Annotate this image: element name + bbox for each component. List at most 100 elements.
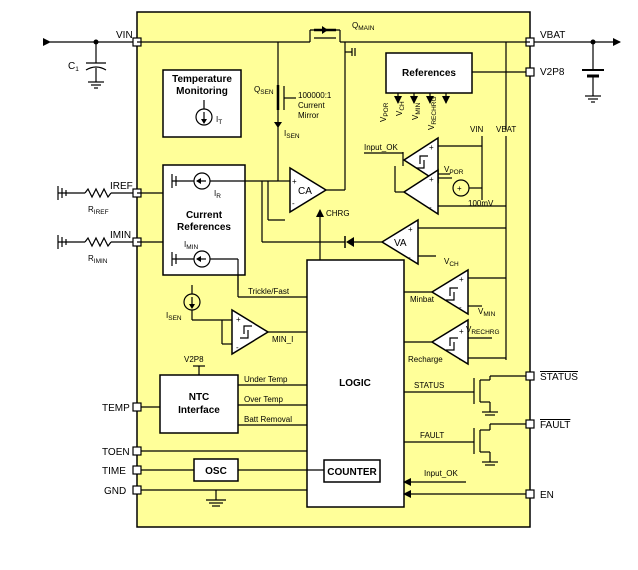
q-main-transistor [137,26,530,56]
status-transistor [473,375,526,416]
q-sen-transistor [274,42,296,160]
ca-amplifier [267,52,346,221]
vrechrg2-label: VRECHRG [466,325,500,336]
pin-label-gnd: GND [104,486,126,497]
min-i-comparator [221,308,307,356]
qsen-label: QSEN [254,85,274,96]
vpor2-label: VPOR [444,165,464,176]
minbat-comparator [404,268,506,316]
c1-label: C1 [68,61,79,73]
pin-label-fault: FAULT [540,420,570,431]
va-minus: - [408,253,411,262]
vin-r-label: VIN [470,125,484,134]
ntc-title-1: NTC [189,392,210,403]
va-label: VA [394,238,407,249]
pin-status[interactable] [525,371,535,381]
isen-label: ISEN [284,129,300,140]
ntc-interface-block [159,374,239,434]
temp-mon-title-1: Temperature [172,74,232,85]
pin-en[interactable] [525,489,535,499]
isen-current-source-icon [183,285,232,321]
pin-label-vbat: VBAT [540,30,565,41]
rimin-label: RIMIN [88,254,108,265]
ref-vmin: VMIN [411,102,422,120]
fault-signal-label: FAULT [420,431,444,440]
cmp2-plus: + [429,175,434,184]
references-block [385,52,473,94]
qmain-label: QMAIN [352,21,375,32]
ntc-title-2: Interface [178,405,220,416]
ref-vrechrg: VRECHRG [427,96,438,130]
pin-label-vin: VIN [116,30,133,41]
temperature-monitoring-block [162,69,242,138]
osc-title: OSC [205,466,227,477]
pin-toen[interactable] [132,446,142,456]
vin-external [43,38,137,89]
input-ok2-label: Input_OK [424,469,458,478]
recharge-label: Recharge [408,355,443,364]
riref-label: RIREF [88,205,109,216]
min-i-label: MIN_I [272,335,293,344]
references-title: References [402,68,456,79]
100mv-label: 100mV [468,199,494,208]
ref-vpor: VPOR [379,102,390,122]
trickle-fast-label: Trickle/Fast [248,287,290,296]
counter-block [323,459,381,483]
mirror-label-3: Mirror [298,111,319,120]
over-temp-label: Over Temp [244,395,284,404]
va-amplifier [261,181,506,266]
recharge-comparator [404,318,506,366]
ca-plus: + [292,177,297,186]
ca-label: CA [298,186,312,197]
pin-label-iref: IREF [110,181,133,192]
cmp2-minus: - [429,203,432,212]
vbat-external [530,38,621,103]
min-i-plus: + [236,315,241,324]
logic-title: LOGIC [339,378,371,389]
input-ok-label: Input_OK [364,143,398,152]
mirror-label-1: 100000:1 [298,91,332,100]
pin-temp[interactable] [132,402,142,412]
pin-label-en: EN [540,490,554,501]
it-label: IT [216,115,222,126]
ref-vch: VCH [395,101,406,116]
counter-title: COUNTER [327,467,377,478]
reference-outputs [394,93,450,104]
pin-label-status: STATUS [540,372,578,383]
svg-text:+: + [457,184,462,193]
pin-fault[interactable] [525,419,535,429]
second-comparator [394,166,506,216]
pin-v2p8[interactable] [525,67,535,77]
chrg-label: CHRG [326,209,350,218]
pin-gnd[interactable] [132,485,142,495]
100mv-source-icon: + [452,179,482,197]
minbat-minus: - [459,303,462,312]
vpor-plus: + [429,143,434,152]
mirror-label-2: Current [298,101,325,110]
vmin2-label: VMIN [478,307,496,318]
vch2-label: VCH [444,257,459,268]
minbat-plus: + [459,275,464,284]
ntc-v2p8-label: V2P8 [184,355,204,364]
min-i-minus: - [236,343,239,352]
vpor-comparator [402,136,482,184]
cur-ref-title-2: References [177,222,231,233]
imin-int-label: IMIN [184,240,198,251]
pin-time[interactable] [132,465,142,475]
batt-removal-label: Batt Removal [244,415,292,424]
ca-minus: - [292,199,295,208]
minbat-label: Minbat [410,295,435,304]
pin-label-temp: TEMP [102,403,130,414]
pin-label-time: TIME [102,466,126,477]
pin-label-imin: IMIN [110,230,131,241]
current-references-block [162,164,246,276]
it-current-source-icon [195,100,213,126]
temp-mon-title-2: Monitoring [176,86,228,97]
isen2-label: ISEN [166,311,182,322]
ir-label: IR [214,189,221,200]
recharge-minus: - [459,355,462,364]
recharge-plus: + [459,327,464,336]
imin-current-source-icon [171,250,239,290]
ir-current-source-icon [171,172,278,190]
